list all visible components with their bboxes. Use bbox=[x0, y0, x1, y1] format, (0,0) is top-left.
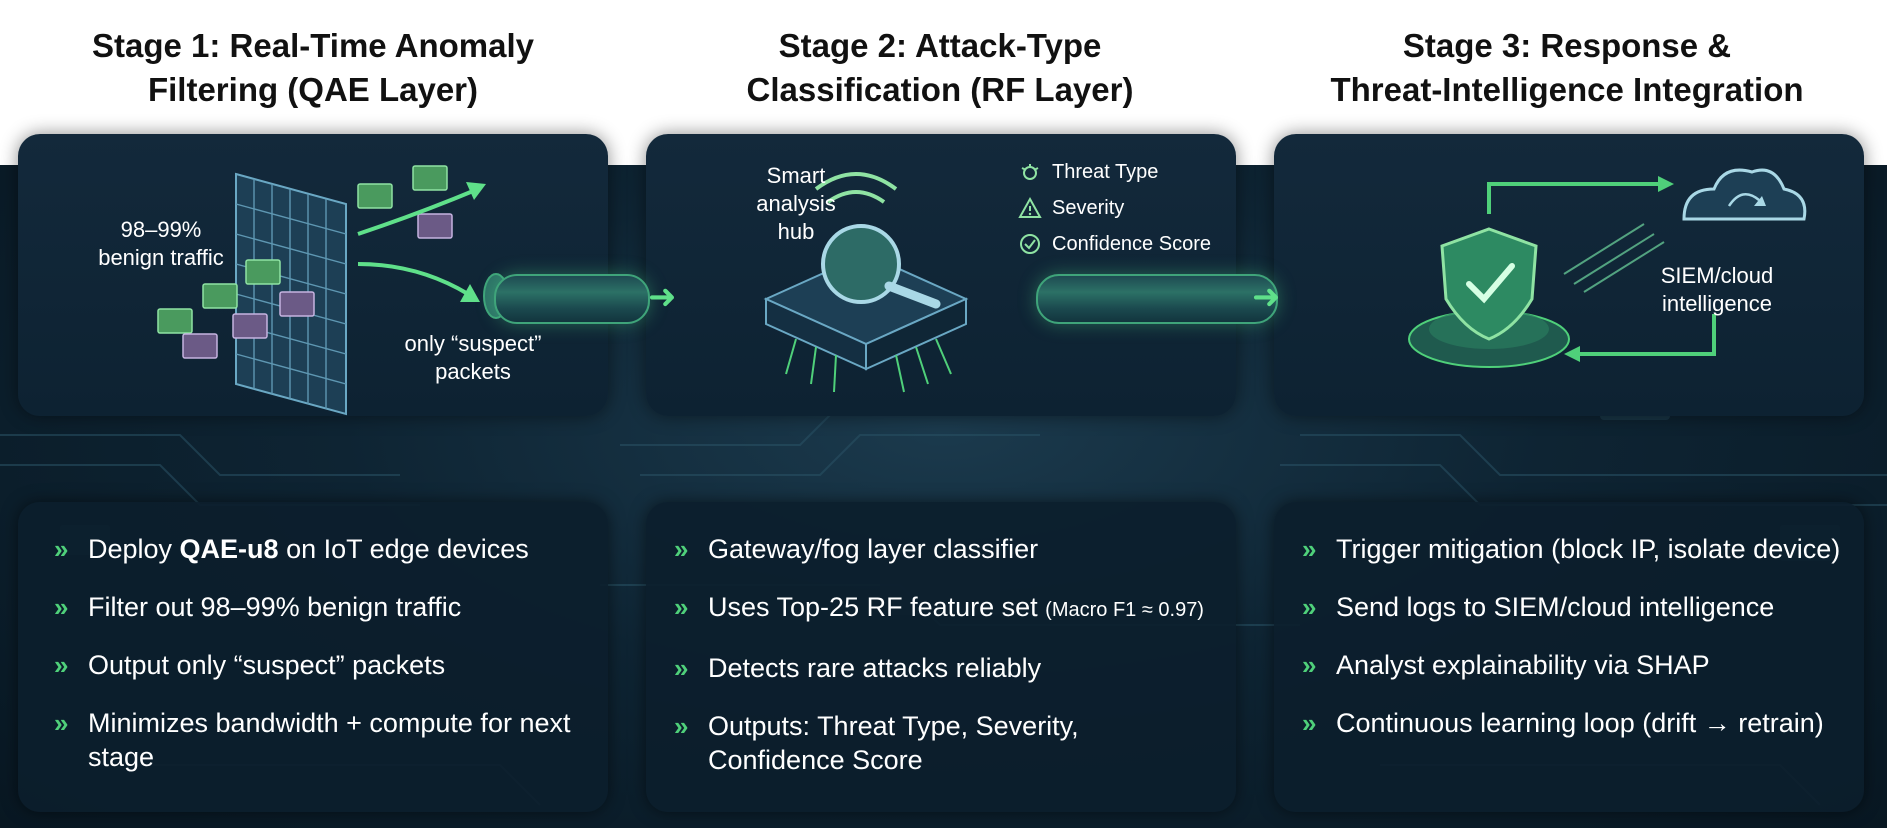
bullet-text: Output only “suspect” packets bbox=[88, 650, 446, 680]
stage-3-bullet-4: » Continuous learning loop (drift → retra… bbox=[1302, 706, 1854, 740]
chevron-double-right-icon: » bbox=[54, 650, 69, 680]
stage-2-bullets-panel: » Gateway/fog layer classifier » Uses Top-… bbox=[646, 502, 1236, 812]
bullet-text: Filter out 98–99% benign traffic bbox=[88, 592, 462, 622]
warning-icon bbox=[1018, 196, 1042, 218]
bullet-small-text: (Macro F1 ≈ 0.97) bbox=[1045, 599, 1204, 621]
bullet-text: on IoT edge devices bbox=[278, 534, 529, 564]
pipeline-tube-2 bbox=[1036, 274, 1278, 324]
chevron-double-right-icon: » bbox=[1302, 650, 1317, 680]
stage-1-bullet-4: » Minimizes bandwidth + compute for next … bbox=[54, 706, 590, 774]
envelope-packet-icon bbox=[157, 165, 453, 359]
shield-check-icon bbox=[1408, 168, 1807, 368]
stage-3-illustration-panel: SIEM/cloud intelligence bbox=[1274, 134, 1864, 416]
bug-icon bbox=[1021, 164, 1039, 180]
stage-3-bullet-list: » Trigger mitigation (block IP, isolate d… bbox=[1302, 532, 1854, 764]
bullet-text: Deploy bbox=[88, 534, 180, 564]
chevron-double-right-icon: » bbox=[54, 534, 69, 564]
siem-cloud-intelligence-label: SIEM/cloud intelligence bbox=[1660, 263, 1774, 316]
chevron-double-right-icon: » bbox=[674, 534, 689, 564]
stage-2-bullet-list: » Gateway/fog layer classifier » Uses Top-… bbox=[674, 532, 1218, 801]
stage-3-bullets-panel: » Trigger mitigation (block IP, isolate d… bbox=[1274, 502, 1864, 812]
stage-3-bullet-2: » Send logs to SIEM/cloud intelligence bbox=[1302, 590, 1854, 624]
bullet-text: Analyst explainability via SHAP bbox=[1336, 650, 1710, 680]
chevron-double-right-icon: » bbox=[1302, 534, 1317, 564]
chevron-double-right-icon: » bbox=[674, 711, 689, 741]
stage-2-bullet-2: » Uses Top-25 RF feature set (Macro F1 ≈ … bbox=[674, 590, 1218, 627]
stage-1-bullet-list: » Deploy QAE-u8 on IoT edge devices » Filt… bbox=[54, 532, 590, 798]
check-circle-icon bbox=[1020, 234, 1040, 254]
legend-confidence-score-text: Confidence Score bbox=[1052, 233, 1211, 255]
pipeline-arrow-1: ➜ bbox=[648, 278, 677, 316]
chevron-double-right-icon: » bbox=[54, 592, 69, 622]
stage-3-bullet-1: » Trigger mitigation (block IP, isolate d… bbox=[1302, 532, 1854, 566]
smart-analysis-hub-label: Smart analysis hub bbox=[756, 163, 836, 244]
legend-threat-type-text: Threat Type bbox=[1052, 161, 1159, 183]
legend-confidence-score: Confidence Score bbox=[1018, 232, 1211, 256]
bullet-text: Send logs to SIEM/cloud intelligence bbox=[1336, 592, 1775, 622]
bullet-bold-text: QAE-u8 bbox=[179, 534, 279, 564]
chevron-double-right-icon: » bbox=[674, 592, 689, 622]
legend-severity: Severity bbox=[1018, 196, 1124, 220]
chevron-double-right-icon: » bbox=[54, 708, 69, 738]
wifi-signal-icon bbox=[814, 172, 898, 204]
bullet-text: Continuous learning loop (drift → retrai… bbox=[1336, 708, 1824, 738]
pipeline-tube-1 bbox=[494, 274, 650, 324]
suspect-packets-label: only “suspect” packets bbox=[404, 331, 542, 384]
chevron-double-right-icon: » bbox=[674, 653, 689, 683]
legend-threat-type: Threat Type bbox=[1018, 160, 1158, 184]
stage-2-bullet-3: » Detects rare attacks reliably bbox=[674, 651, 1218, 685]
bullet-text: Uses Top-25 RF feature set bbox=[708, 592, 1046, 622]
stage-3-bullet-3: » Analyst explainability via SHAP bbox=[1302, 648, 1854, 682]
legend-severity-text: Severity bbox=[1052, 197, 1125, 219]
bullet-text: Detects rare attacks reliably bbox=[708, 653, 1042, 683]
chevron-double-right-icon: » bbox=[1302, 708, 1317, 738]
bullet-text: Trigger mitigation (block IP, isolate de… bbox=[1336, 534, 1841, 564]
firewall-grid-icon bbox=[157, 165, 509, 416]
stage-2-illustration-panel: Smart analysis hub Threat Type Severity … bbox=[646, 134, 1236, 416]
stage-1-bullets-panel: » Deploy QAE-u8 on IoT edge devices » Filt… bbox=[18, 502, 608, 812]
stage-1-title: Stage 1: Real-Time Anomaly Filtering (QA… bbox=[92, 27, 534, 108]
stage-1-bullet-3: » Output only “suspect” packets bbox=[54, 648, 590, 682]
pipeline-arrow-2: ➜ bbox=[1252, 278, 1281, 316]
stage-1-bullet-2: » Filter out 98–99% benign traffic bbox=[54, 590, 590, 624]
bullet-text: Gateway/fog layer classifier bbox=[708, 534, 1039, 564]
magnifier-chip-icon bbox=[763, 172, 969, 393]
stage-3-title: Stage 3: Response & Threat-Intelligence … bbox=[1330, 27, 1804, 108]
stage-2-bullet-1: » Gateway/fog layer classifier bbox=[674, 532, 1218, 566]
stage-2-bullet-4: » Outputs: Threat Type, Severity, Confide… bbox=[674, 709, 1218, 777]
bullet-text: Outputs: Threat Type, Severity, Confiden… bbox=[708, 711, 1079, 775]
chevron-double-right-icon: » bbox=[1302, 592, 1317, 622]
stage-1-bullet-1: » Deploy QAE-u8 on IoT edge devices bbox=[54, 532, 590, 566]
bullet-text: Minimizes bandwidth + compute for next s… bbox=[88, 708, 571, 772]
cloud-sync-icon bbox=[1682, 168, 1807, 221]
benign-traffic-label: 98–99% benign traffic bbox=[98, 217, 224, 270]
stage-2-title: Stage 2: Attack-Type Classification (RF … bbox=[746, 27, 1134, 108]
